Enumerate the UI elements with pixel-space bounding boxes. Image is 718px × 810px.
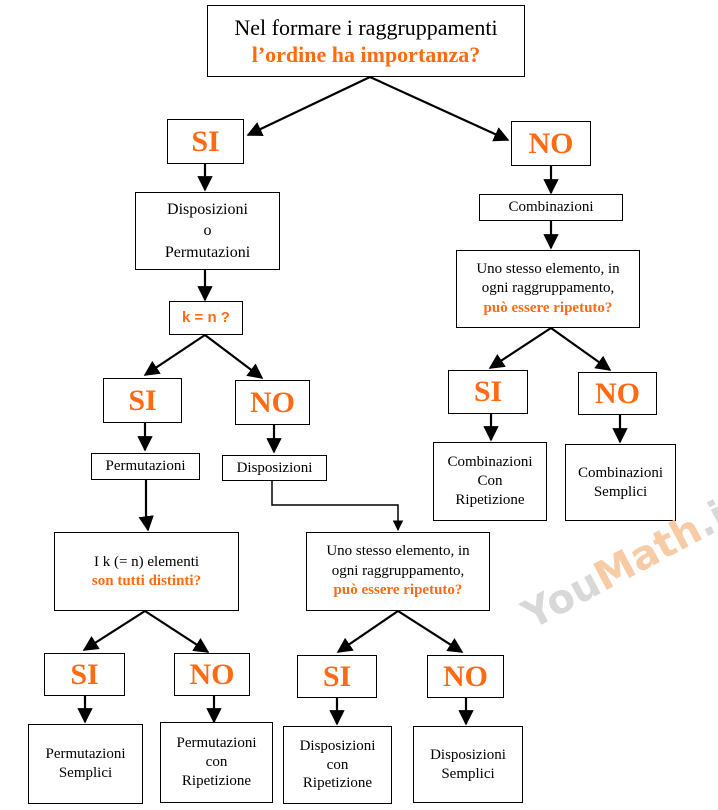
k-equals-n-question: k = n ? (169, 301, 243, 335)
cr-line2: Con (477, 473, 503, 490)
arrow-permq-no (144, 610, 210, 653)
dr-line3: Ripetizione (302, 775, 373, 792)
root-no-answer: NO (511, 121, 591, 166)
arrow-permq-yes (82, 610, 146, 651)
cr-line1: Combinazioni (447, 454, 533, 471)
root-question-line2: l’ordine ha importanza? (251, 42, 481, 67)
root-question-line1: Nel formare i raggruppamenti (234, 14, 498, 40)
pr-line1: Permutazioni (176, 735, 257, 752)
dp-line3: Permutazioni (164, 243, 251, 261)
disp-q-line2: ogni raggruppamento, (331, 562, 465, 579)
permutazioni-con-ripetizione: Permutazioni con Ripetizione (160, 722, 273, 803)
arrow-dispq-no (397, 610, 464, 653)
arrow-combq-yes (488, 327, 552, 369)
arrow-root-no (369, 75, 510, 142)
perm-q-line1: I k (= n) elementi (93, 553, 200, 570)
disposizioni-semplici: Disposizioni Semplici (413, 726, 523, 803)
disp-yes-answer: SI (297, 655, 377, 698)
disposizioni-label: Disposizioni (222, 455, 327, 481)
ds-line2: Semplici (441, 765, 495, 782)
combinazioni-con-ripetizione: Combinazioni Con Ripetizione (433, 442, 547, 521)
permutazioni-semplici: Permutazioni Semplici (28, 724, 143, 804)
pr-line3: Ripetizione (181, 772, 252, 789)
root-question: Nel formare i raggruppamenti l’ordine ha… (207, 5, 525, 77)
arrow-perm-question (138, 480, 154, 532)
ds-line1: Disposizioni (430, 746, 506, 763)
dr-line1: Disposizioni (299, 737, 376, 754)
comb-q-line3: può essere ripetuto? (483, 299, 613, 316)
arrow-combq-no (550, 327, 612, 371)
dp-line1: Disposizioni (167, 200, 248, 218)
dp-line2: o (203, 222, 212, 240)
perm-q-line2: son tutti distinti? (91, 572, 202, 589)
combinazioni-semplici: Combinazioni Semplici (565, 444, 676, 521)
comb-q-line1: Uno stesso elemento, in (476, 260, 620, 277)
comb-yes-answer: SI (448, 370, 528, 414)
arrow-kn-no (204, 334, 264, 379)
perm-yes-answer: SI (44, 653, 125, 696)
arrow-kn-yes (143, 334, 206, 376)
ps-line2: Semplici (58, 765, 113, 781)
pr-line2: con (205, 754, 228, 771)
cr-line3: Ripetizione (455, 491, 525, 508)
disp-q-line3: può essere ripetuto? (333, 582, 463, 599)
disposizioni-con-ripetizione: Disposizioni con Ripetizione (283, 726, 392, 804)
disp-no-answer: NO (427, 655, 504, 698)
perm-distinct-question: I k (= n) elementi son tutti distinti? (54, 532, 239, 611)
perm-no-answer: NO (174, 653, 250, 696)
comb-repeat-question: Uno stesso elemento, in ogni raggruppame… (456, 250, 640, 328)
disp-repeat-question: Uno stesso elemento, in ogni raggruppame… (306, 532, 490, 611)
root-yes-answer: SI (167, 119, 244, 164)
combinazioni-label: Combinazioni (479, 194, 623, 221)
cs-line1: Combinazioni (578, 464, 663, 481)
disposizioni-o-permutazioni: Disposizioni o Permutazioni (135, 192, 280, 270)
arrow-disp-question (271, 480, 404, 532)
dr-line2: con (326, 756, 349, 773)
comb-no-answer: NO (578, 372, 657, 415)
disp-q-line1: Uno stesso elemento, in (326, 543, 470, 560)
kn-yes-answer: SI (103, 378, 182, 423)
cs-line2: Semplici (593, 483, 648, 500)
arrow-root-yes (246, 76, 371, 137)
arrow-dispq-yes (336, 610, 399, 653)
ps-line1: Permutazioni (45, 746, 126, 763)
kn-no-answer: NO (235, 380, 310, 425)
comb-q-line2: ogni raggruppamento, (481, 280, 615, 297)
permutazioni-label: Permutazioni (91, 453, 200, 480)
